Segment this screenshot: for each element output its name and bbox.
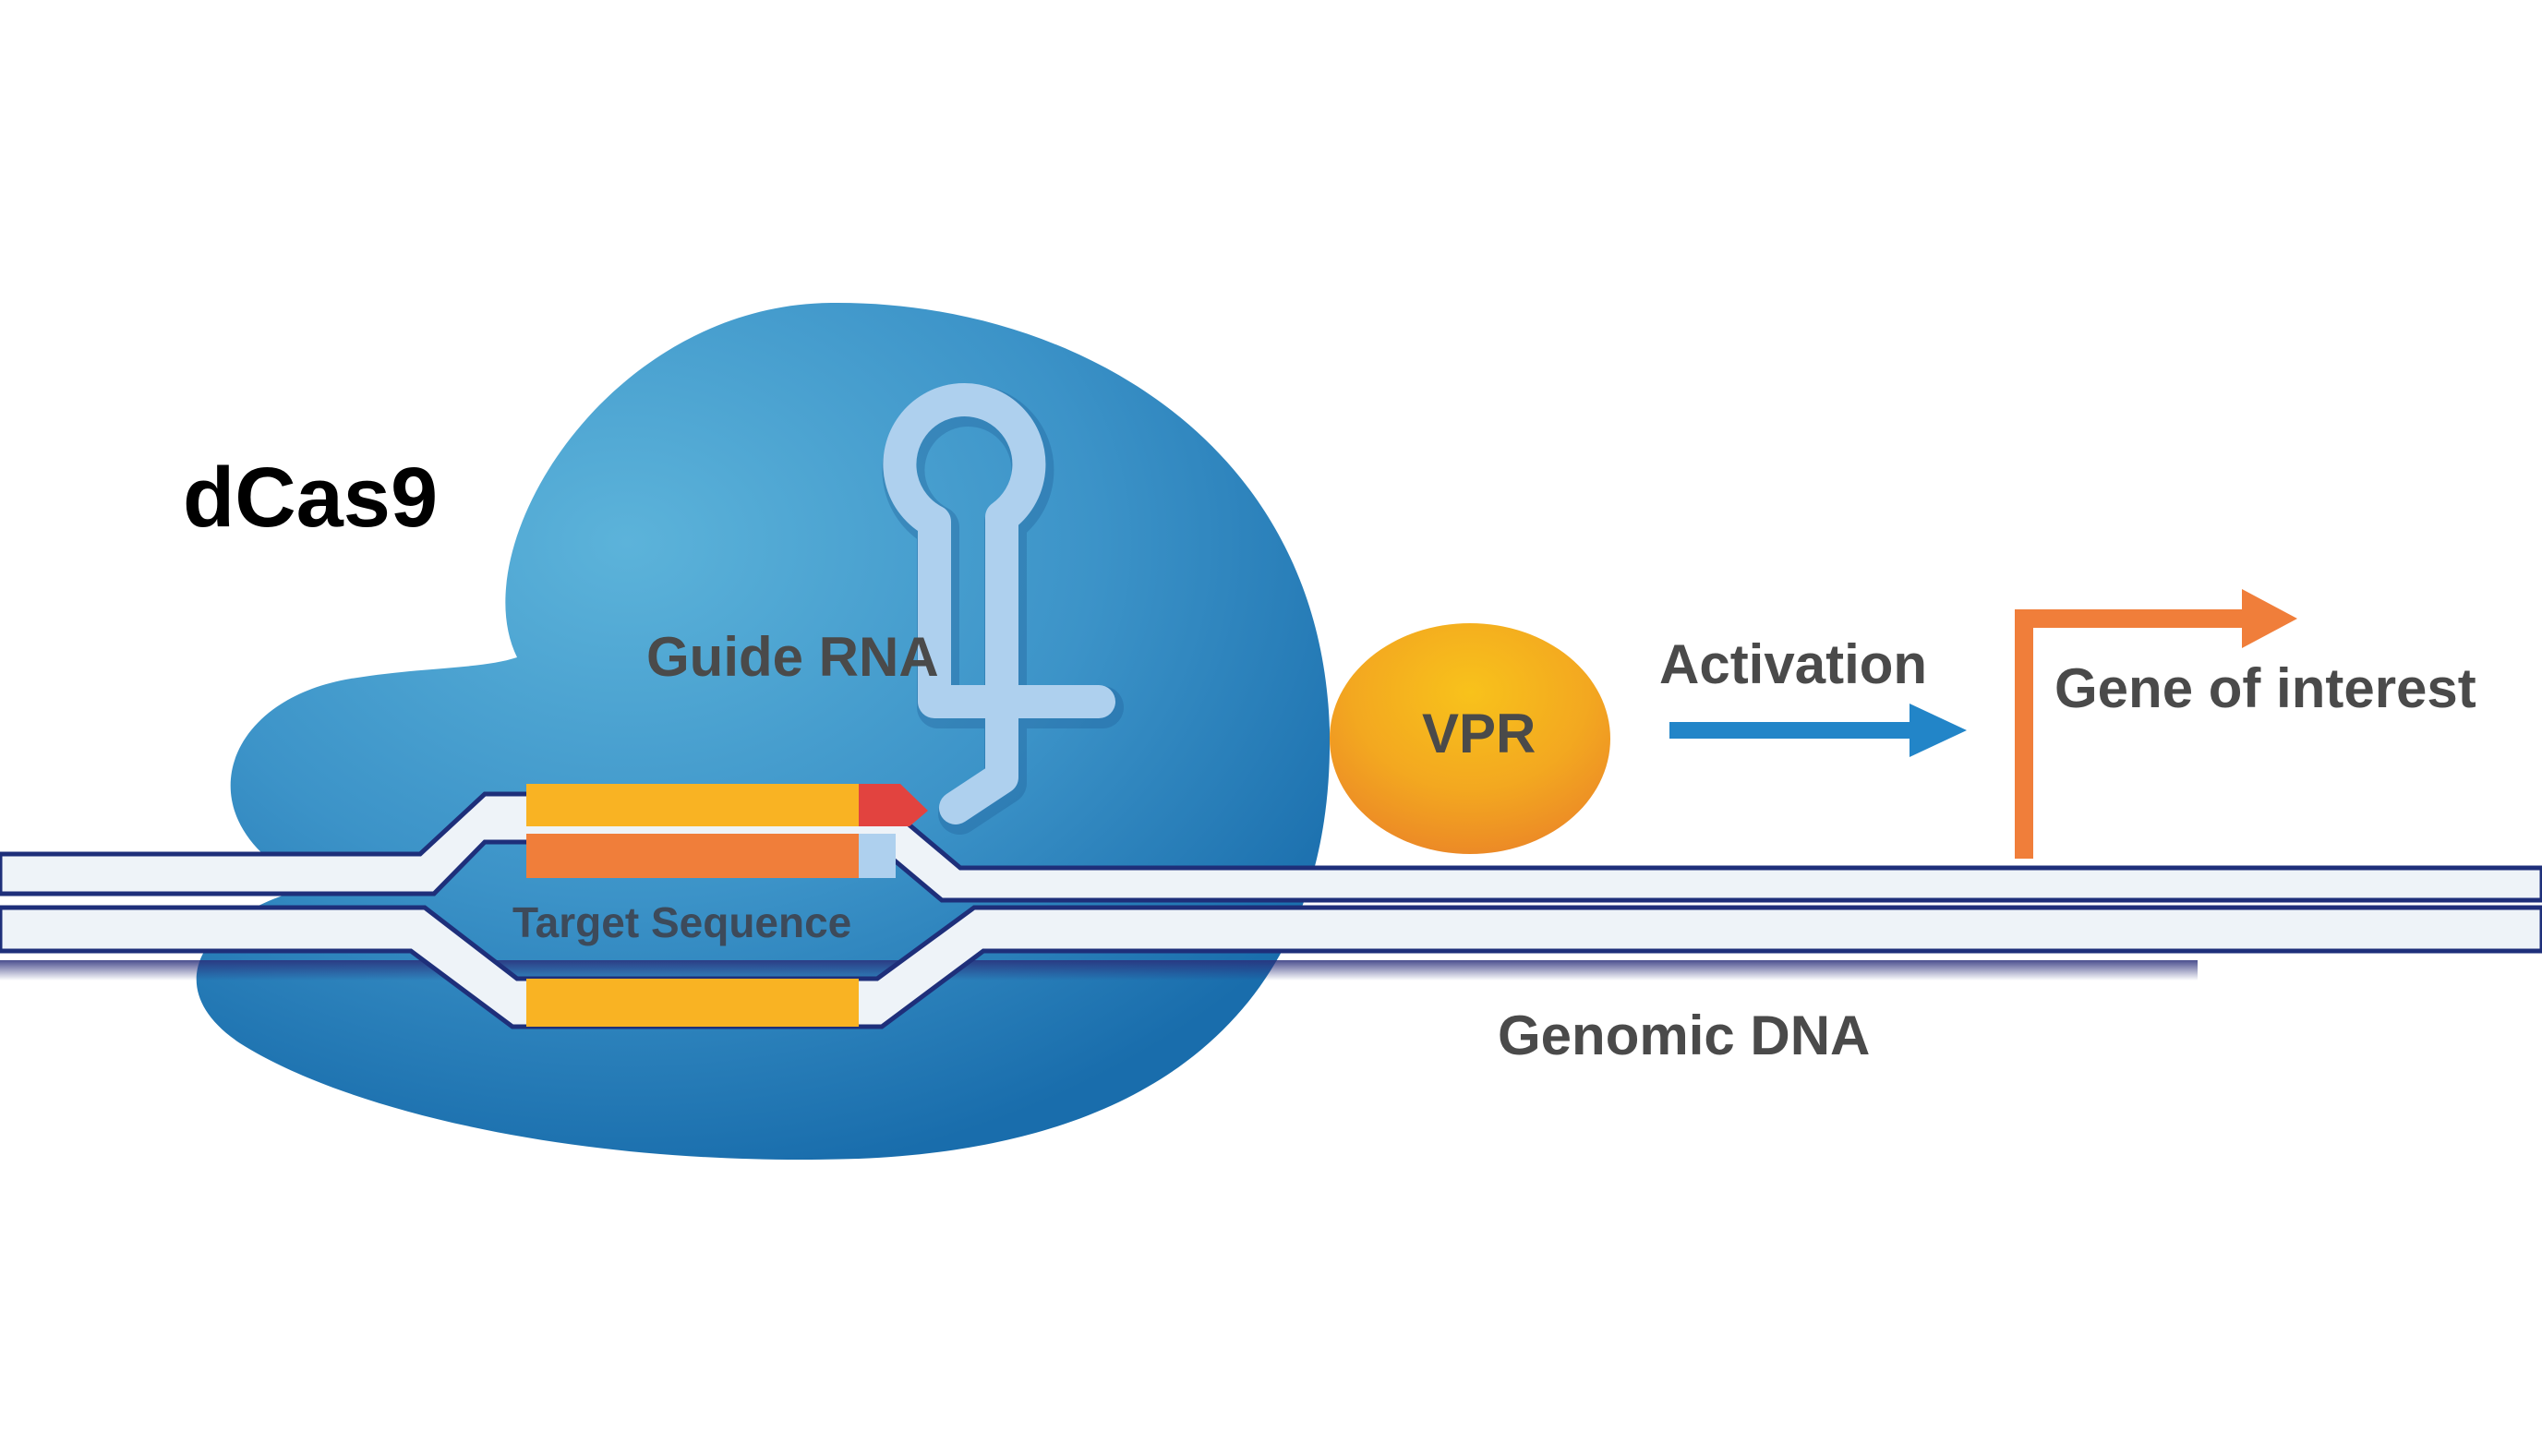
vpr-activator bbox=[1330, 623, 1610, 854]
guide-rna-label: Guide RNA bbox=[646, 626, 939, 688]
target-sequence-label: Target Sequence bbox=[512, 898, 851, 946]
genomic-dna-label: Genomic DNA bbox=[1498, 1005, 1870, 1066]
activation-arrow-icon bbox=[1669, 704, 1967, 757]
target-sequence-bars bbox=[526, 784, 928, 1027]
guide-rna-shape bbox=[882, 382, 1124, 835]
gene-of-interest-label: Gene of interest bbox=[2054, 657, 2476, 719]
gene-promoter-arrow-icon bbox=[2015, 589, 2297, 859]
dcas9-label: dCas9 bbox=[183, 451, 438, 545]
vpr-label: VPR bbox=[1422, 703, 1536, 764]
dcas9-protein bbox=[196, 302, 1331, 1161]
activation-label: Activation bbox=[1659, 633, 1927, 695]
